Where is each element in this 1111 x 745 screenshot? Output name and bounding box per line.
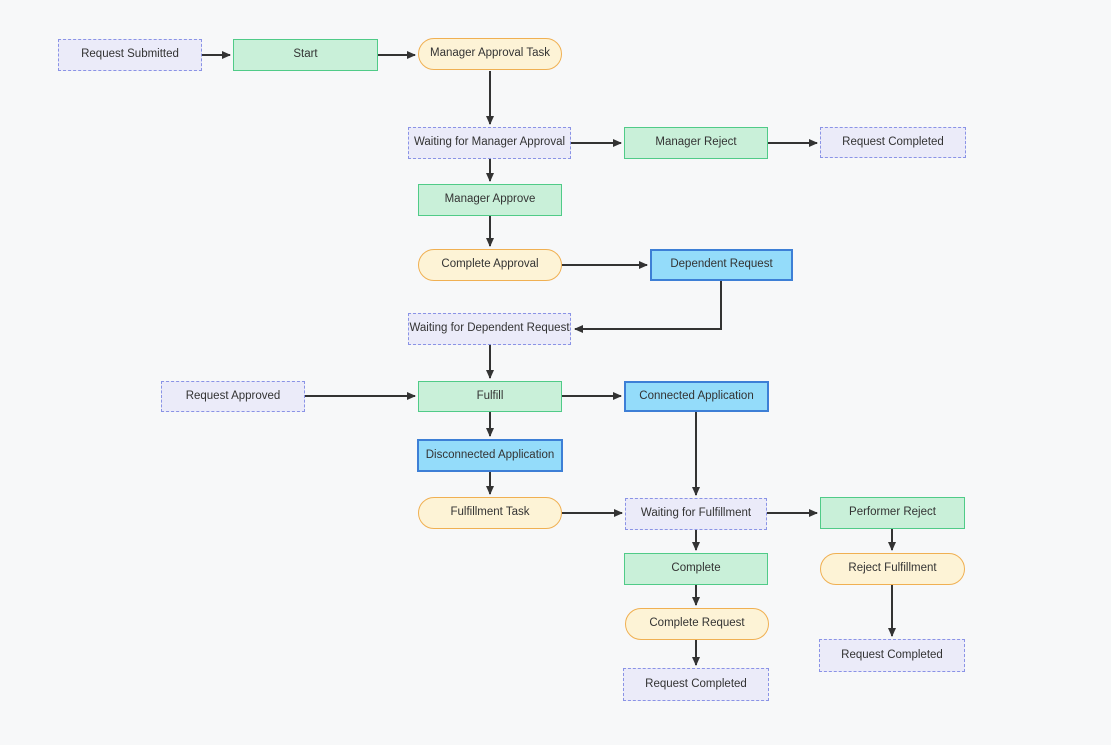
- node-fulfill[interactable]: Fulfill: [418, 381, 562, 412]
- node-connected-application[interactable]: Connected Application: [624, 381, 769, 412]
- node-label: Request Approved: [185, 389, 281, 402]
- node-label: Manager Approval Task: [430, 47, 550, 60]
- node-fulfillment-task[interactable]: Fulfillment Task: [418, 497, 562, 529]
- node-label: Fulfill: [476, 389, 504, 402]
- node-request-submitted[interactable]: Request Submitted: [58, 39, 202, 71]
- node-label: Manager Approve: [444, 193, 536, 206]
- node-label: Reject Fulfillment: [848, 562, 937, 575]
- node-label: Complete Approval: [441, 258, 539, 271]
- node-waiting-for-manager-approval[interactable]: Waiting for Manager Approval: [408, 127, 571, 159]
- node-performer-reject[interactable]: Performer Reject: [820, 497, 965, 529]
- node-label: Connected Application: [639, 389, 754, 402]
- node-label: Performer Reject: [849, 506, 936, 519]
- node-label: Fulfillment Task: [450, 506, 530, 519]
- node-manager-approve[interactable]: Manager Approve: [418, 184, 562, 216]
- node-label: Start: [293, 48, 318, 61]
- node-label: Request Submitted: [81, 48, 179, 61]
- node-complete[interactable]: Complete: [624, 553, 768, 585]
- node-waiting-for-dependent-request[interactable]: Waiting for Dependent Request: [408, 313, 571, 345]
- node-start[interactable]: Start: [233, 39, 378, 71]
- node-label: Complete: [671, 562, 721, 575]
- node-request-completed-mid[interactable]: Request Completed: [623, 668, 769, 701]
- node-disconnected-application[interactable]: Disconnected Application: [417, 439, 563, 472]
- node-request-completed-right[interactable]: Request Completed: [819, 639, 965, 672]
- node-request-completed-top[interactable]: Request Completed: [820, 127, 966, 158]
- node-request-approved[interactable]: Request Approved: [161, 381, 305, 412]
- node-label: Request Completed: [842, 135, 944, 148]
- node-label: Dependent Request: [670, 258, 773, 271]
- node-manager-approval-task[interactable]: Manager Approval Task: [418, 38, 562, 70]
- node-label: Waiting for Fulfillment: [640, 507, 752, 520]
- node-label: Request Completed: [841, 648, 943, 661]
- node-label: Disconnected Application: [425, 448, 555, 461]
- node-manager-reject[interactable]: Manager Reject: [624, 127, 768, 159]
- node-label: Waiting for Dependent Request: [409, 322, 570, 335]
- node-label: Waiting for Manager Approval: [413, 136, 566, 149]
- node-label: Manager Reject: [655, 136, 737, 149]
- node-complete-request[interactable]: Complete Request: [625, 608, 769, 640]
- node-label: Complete Request: [649, 617, 745, 630]
- node-complete-approval[interactable]: Complete Approval: [418, 249, 562, 281]
- node-waiting-for-fulfillment[interactable]: Waiting for Fulfillment: [625, 498, 767, 530]
- node-reject-fulfillment[interactable]: Reject Fulfillment: [820, 553, 965, 585]
- node-dependent-request[interactable]: Dependent Request: [650, 249, 793, 281]
- node-label: Request Completed: [645, 677, 747, 690]
